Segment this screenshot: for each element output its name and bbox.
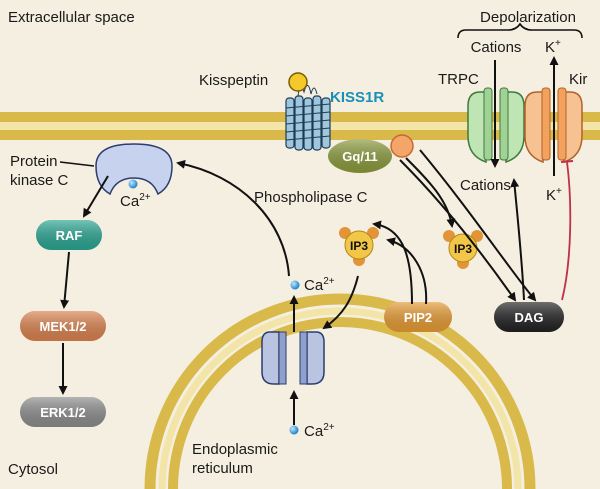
- cations-bottom-label: Cations: [460, 177, 511, 194]
- depolarization-label: Depolarization: [480, 9, 576, 26]
- arrow-plc-ip3: [405, 157, 456, 228]
- raf-node: RAF: [36, 220, 102, 250]
- plc-label: Phospholipase C: [254, 189, 368, 206]
- kiss1r-label: KISS1R: [330, 89, 384, 106]
- extracellular-label: Extracellular space: [8, 9, 135, 26]
- k-top-label: K+: [545, 38, 561, 56]
- kisspeptin-ligand-icon: [288, 72, 308, 92]
- ip3-left-label: IP3: [350, 239, 368, 253]
- ca-er-label: Ca2+: [304, 422, 335, 440]
- ca-dot-pkc: [128, 179, 138, 189]
- arrow-dag-trpc: [510, 178, 525, 301]
- inhibit-bar: [560, 160, 574, 163]
- ip3-right: IP3: [443, 230, 483, 269]
- endoplasmic-reticulum: [144, 293, 536, 489]
- pkc-label-line2: kinase C: [10, 172, 69, 189]
- pip2-node: PIP2: [384, 302, 452, 332]
- trpc-label: TRPC: [438, 71, 479, 88]
- ca-pkc-label: Ca2+: [120, 192, 151, 210]
- ip3-right-label: IP3: [454, 242, 472, 256]
- er-channel-icon: [261, 331, 325, 385]
- mek-node: MEK1/2: [20, 311, 106, 341]
- erk-node: ERK1/2: [20, 397, 106, 427]
- gq11-label: Gq/11: [342, 149, 377, 164]
- cations-top-label: Cations: [471, 39, 522, 56]
- dag-label: DAG: [515, 310, 544, 325]
- dag-node: DAG: [494, 302, 564, 332]
- raf-label: RAF: [56, 228, 83, 243]
- gq11-protein: Gq/11: [328, 139, 392, 173]
- arrow-ca-pkc: [176, 159, 290, 277]
- pkc-enzyme-icon: [95, 143, 173, 196]
- kir-channel-icon: [524, 87, 583, 164]
- kisspeptin-label: Kisspeptin: [199, 72, 268, 89]
- arrow-pip2-ip3-b: [386, 237, 428, 305]
- kir-label: Kir: [569, 71, 587, 88]
- mek-label: MEK1/2: [40, 319, 87, 334]
- ca-dot-cytosol: [290, 280, 300, 290]
- ca-cytosol-label: Ca2+: [304, 276, 335, 294]
- arrow-plc-dag: [399, 159, 517, 302]
- kiss1r-receptor-icon: [285, 85, 331, 151]
- arrow-plc-dag-b: [419, 149, 537, 302]
- pkc-label-line: [59, 161, 95, 167]
- erk-label: ERK1/2: [40, 405, 86, 420]
- pkc-label-line1: Protein: [10, 153, 58, 170]
- k-bottom-label: K+: [546, 186, 562, 204]
- cytosol-label: Cytosol: [8, 461, 58, 478]
- trpc-channel-icon: [467, 87, 525, 164]
- pathway-arrows: [58, 56, 574, 425]
- ip3-left: IP3: [339, 227, 379, 266]
- depolarization-brace: [457, 22, 583, 39]
- arrow-ip3-channel: [322, 275, 359, 330]
- plc-enzyme-icon: [390, 134, 414, 158]
- er-label-line1: Endoplasmic: [192, 441, 278, 458]
- pip2-label: PIP2: [404, 310, 432, 325]
- inhibit-dag-kir: [561, 161, 572, 301]
- er-label-line2: reticulum: [192, 460, 253, 477]
- arrow-raf-mek: [60, 251, 70, 309]
- arrow-pkc-raf: [82, 175, 109, 218]
- ca-dot-er: [289, 425, 299, 435]
